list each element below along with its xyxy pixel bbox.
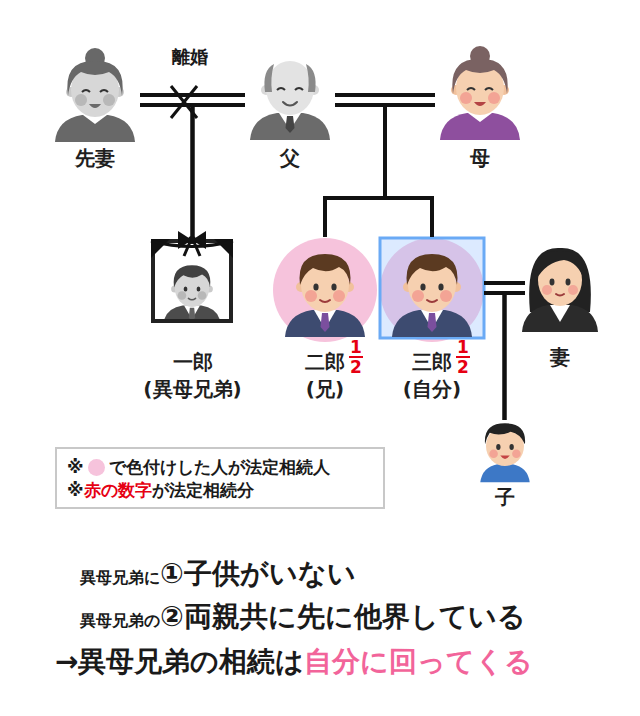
divorce-mark xyxy=(171,86,197,118)
fraction-bar xyxy=(456,356,470,358)
divorce-label: 離婚 xyxy=(172,48,208,66)
marriage-line xyxy=(484,283,525,293)
connector-stroke xyxy=(505,293,526,420)
person-caption: 父 xyxy=(280,145,300,172)
condition-text: ①子供がいない xyxy=(160,560,356,588)
descent-line xyxy=(193,105,246,237)
legend-swatch xyxy=(88,459,105,476)
father-figure xyxy=(250,61,330,140)
person-node: 二郎(兄) xyxy=(273,237,377,407)
person-name: 先妻 xyxy=(75,145,115,172)
person-relation: (自分) xyxy=(403,376,461,403)
heir-highlight xyxy=(380,238,484,342)
person-name: 母 xyxy=(470,145,490,172)
self-highlight xyxy=(380,238,484,338)
connector-stroke xyxy=(325,105,435,237)
memorial-portrait xyxy=(163,265,221,319)
person-name: 二郎 xyxy=(305,349,345,376)
person-caption: 三郎(自分) xyxy=(403,349,461,403)
child-figure xyxy=(480,423,529,482)
share-denominator: 2 xyxy=(457,359,469,376)
connector-stroke xyxy=(484,293,505,420)
person-node: 一郎(異母兄弟) xyxy=(142,237,243,407)
person-name: 三郎 xyxy=(403,349,461,376)
connector-stroke xyxy=(325,105,385,237)
connector-stroke xyxy=(193,105,246,237)
connector-stroke xyxy=(335,103,435,107)
descent-line xyxy=(385,105,435,237)
person-name: 妻 xyxy=(550,344,570,371)
descent-line xyxy=(505,293,526,420)
self-figure xyxy=(392,254,472,337)
memorial-portrait xyxy=(151,231,233,325)
person-node: 三郎(自分) xyxy=(380,237,484,407)
connector-stroke xyxy=(385,105,435,237)
connector-stroke xyxy=(140,103,245,107)
conclusion-highlight: 自分に回ってくる xyxy=(304,648,533,676)
legend-row: ※ で色付けした人が法定相続人 xyxy=(67,456,373,479)
descent-line xyxy=(325,105,435,237)
person-name: 一郎 xyxy=(143,349,241,376)
legend-keyword: 赤の数字 xyxy=(84,482,152,499)
note-mark: ※ xyxy=(67,482,84,499)
legend-box: ※ で色付けした人が法定相続人 ※赤の数字が法定相続分 xyxy=(55,447,385,509)
divorce-mark xyxy=(171,86,197,118)
condition-lead: 異母兄弟に xyxy=(80,570,160,586)
person-node: 子 xyxy=(475,420,534,512)
memorial-portrait xyxy=(184,242,200,256)
person-relation: (兄) xyxy=(305,376,345,403)
person-caption: 子 xyxy=(495,484,515,511)
divorce-mark xyxy=(171,86,197,118)
person-node: 父 xyxy=(245,42,335,172)
person-relation: (異母兄弟) xyxy=(143,376,241,403)
condition-lead: 異母兄弟の xyxy=(80,613,160,629)
marriage-line xyxy=(140,95,245,105)
wife-figure xyxy=(522,248,598,332)
connector-stroke xyxy=(335,105,432,237)
descent-line xyxy=(484,293,505,420)
heir-highlight xyxy=(273,238,377,342)
person-caption: 母 xyxy=(470,145,490,172)
brother-figure xyxy=(285,254,365,337)
marriage-line xyxy=(335,95,435,105)
note-mark: ※ xyxy=(67,459,84,476)
person-node: 先妻 xyxy=(50,42,140,172)
note-row: →異母兄弟の相続は自分に回ってくる xyxy=(55,648,533,676)
person-caption: 先妻 xyxy=(75,145,115,172)
person-name: 子 xyxy=(495,484,515,511)
person-caption: 妻 xyxy=(550,344,570,371)
person-name: 父 xyxy=(280,145,300,172)
person-caption: 二郎(兄) xyxy=(305,349,345,403)
connector-stroke xyxy=(140,105,193,237)
person-caption: 一郎(異母兄弟) xyxy=(143,349,241,403)
note-row: 異母兄弟の②両親共に先に他界している xyxy=(80,603,526,631)
connector-stroke xyxy=(140,93,245,97)
share-numerator: 1 xyxy=(457,339,469,356)
share-denominator: 2 xyxy=(350,359,362,376)
legend-row: ※赤の数字が法定相続分 xyxy=(67,479,373,502)
former-wife-figure xyxy=(55,48,135,142)
connector-stroke xyxy=(484,281,525,285)
mother-figure xyxy=(440,46,520,140)
connector-stroke xyxy=(484,291,525,295)
condition-text: ②両親共に先に他界している xyxy=(160,603,526,631)
descent-line xyxy=(335,105,432,237)
connector-stroke xyxy=(335,93,435,97)
note-row: 異母兄弟に①子供がいない xyxy=(80,560,356,588)
person-node: 母 xyxy=(435,42,525,172)
person-node: 妻 xyxy=(525,235,595,370)
fraction-bar xyxy=(349,356,363,358)
descent-line xyxy=(140,105,193,237)
memorial-portrait xyxy=(163,265,221,319)
descent-line xyxy=(325,105,385,237)
conclusion-text: →異母兄弟の相続は xyxy=(55,648,304,676)
legend-text: が法定相続分 xyxy=(152,482,254,499)
legend-text: で色付けした人が法定相続人 xyxy=(109,459,330,476)
share-numerator: 1 xyxy=(350,339,362,356)
